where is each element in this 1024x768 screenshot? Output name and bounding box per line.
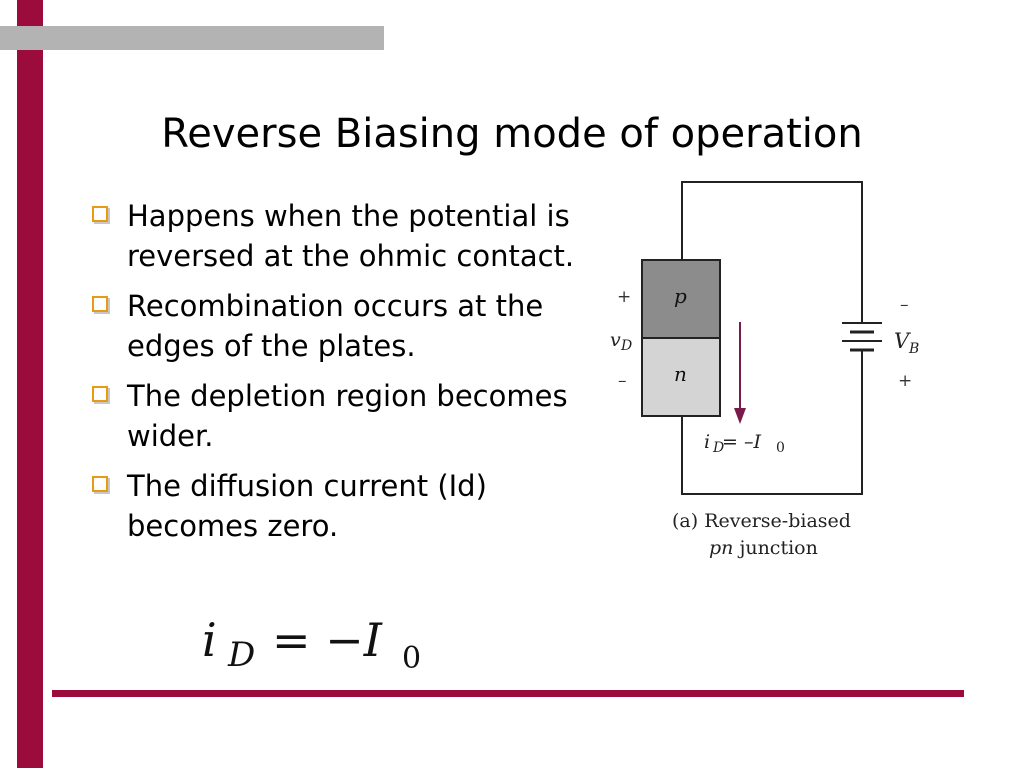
figure-caption-line2: pn junction: [709, 537, 818, 559]
figure-caption-junction: junction: [733, 537, 818, 559]
bullet-item: The diffusion current (Id) becomes zero.: [88, 466, 578, 546]
vd-plus-label: +: [617, 287, 631, 307]
bullet-text: The depletion region becomes wider.: [127, 379, 568, 453]
formula-sub2: 0: [402, 641, 421, 672]
reverse-bias-circuit-diagram: p n + v D – i D = –I 0 – V B +: [610, 181, 919, 495]
vd-minus-label: –: [618, 371, 627, 391]
checkbox-bullet-icon: [92, 296, 108, 312]
vb-label: V: [894, 329, 911, 353]
bottom-wire: [681, 354, 863, 495]
current-arrowhead-icon: [734, 408, 746, 424]
bullet-list: Happens when the potential is reversed a…: [88, 196, 578, 556]
slide-title: Reverse Biasing mode of operation: [161, 111, 863, 157]
left-accent-bar: [17, 0, 43, 768]
vb-minus-label: –: [900, 295, 909, 315]
current-sub: D: [712, 440, 724, 456]
figure-caption-line1: (a) Reverse-biased: [672, 510, 851, 532]
current-formula: i D = −I 0: [202, 613, 421, 672]
vd-label: v: [610, 329, 621, 351]
checkbox-bullet-icon: [92, 206, 108, 222]
current-label: i: [704, 431, 710, 453]
bullet-text: Happens when the potential is reversed a…: [127, 199, 575, 273]
formula-base: i: [202, 613, 217, 667]
bullet-text: The diffusion current (Id) becomes zero.: [127, 469, 487, 543]
top-decor-bar: [0, 26, 384, 50]
vd-sub: D: [620, 338, 632, 354]
vb-sub: B: [908, 341, 919, 357]
bullet-text: Recombination occurs at the edges of the…: [127, 289, 544, 363]
checkbox-bullet-icon: [92, 476, 108, 492]
n-region: [641, 337, 721, 417]
bullet-item: Recombination occurs at the edges of the…: [88, 286, 578, 366]
checkbox-bullet-icon: [92, 386, 108, 402]
p-label: p: [674, 284, 687, 308]
bottom-divider: [52, 690, 964, 697]
bullet-item: The depletion region becomes wider.: [88, 376, 578, 456]
current-eq: = –I: [722, 431, 761, 453]
bullet-item: Happens when the potential is reversed a…: [88, 196, 578, 276]
top-wire: [681, 181, 863, 323]
formula-sub: D: [227, 635, 255, 672]
figure-caption-pn: pn: [709, 537, 734, 559]
p-region: [641, 259, 721, 339]
n-label: n: [674, 362, 687, 386]
vb-plus-label: +: [898, 371, 912, 391]
current-sub2: 0: [776, 440, 785, 456]
formula-eq: = −I: [272, 613, 383, 667]
